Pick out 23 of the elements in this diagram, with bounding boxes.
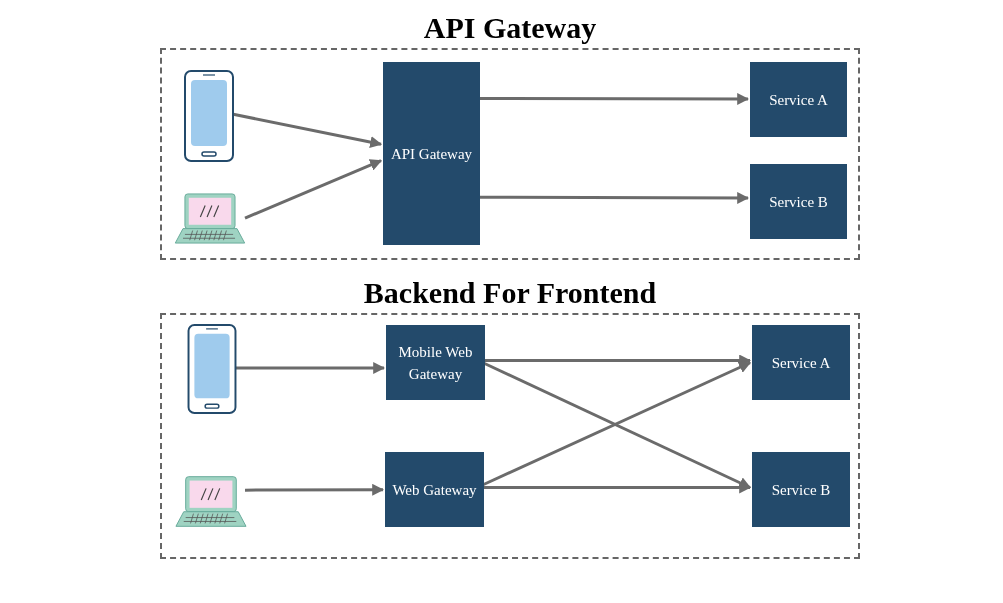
process-box: [752, 452, 850, 527]
box-label: API Gateway: [390, 144, 473, 164]
box-label: Service A: [769, 90, 828, 110]
arrow: [245, 483, 385, 496]
arrow: [235, 362, 386, 374]
phone-icon: [184, 70, 234, 162]
laptop-icon: [174, 474, 247, 529]
process-box: [750, 62, 847, 137]
process-box: [385, 452, 484, 527]
process-box: [752, 325, 850, 400]
box-label: Service A: [771, 353, 831, 373]
phone-icon: [187, 324, 237, 414]
section-heading: API Gateway: [423, 10, 597, 46]
box-label: Mobile Web Gateway: [397, 342, 474, 384]
box-label: Web Gateway: [392, 480, 477, 500]
laptop-icon: [172, 192, 247, 245]
process-box: [750, 164, 847, 239]
section-heading: Backend For Frontend: [363, 275, 657, 311]
arrow: [244, 159, 383, 220]
process-box: [383, 62, 480, 245]
box-label: Service B: [771, 480, 831, 500]
box-label: Service B: [769, 192, 828, 212]
process-box: [386, 325, 485, 400]
